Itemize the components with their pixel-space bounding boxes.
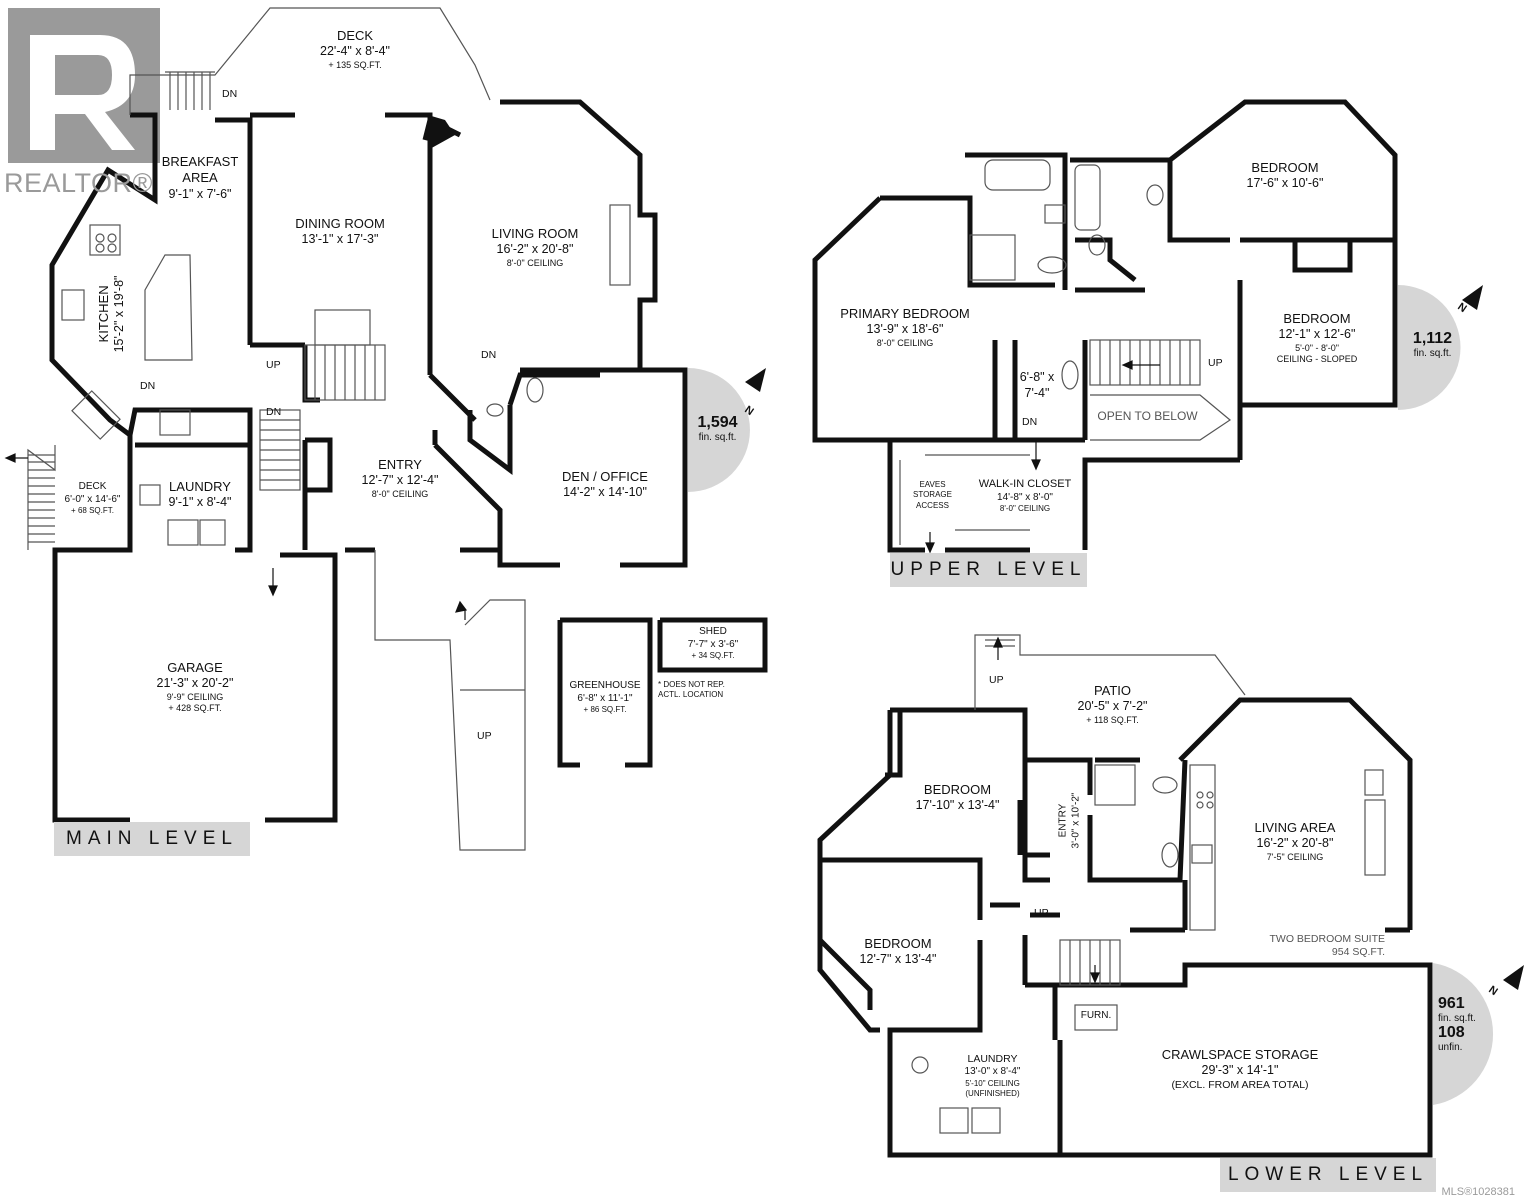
upper-level-area: 1,112 fin. sq.ft. [1412,330,1453,359]
upper-fixtures [899,159,1232,545]
marker-up-lower-stairs: UP [1034,907,1049,919]
main-walkway [374,550,526,851]
room-deck-side: DECK 6'-0" x 14'-6" + 68 SQ.FT. [64,481,121,515]
room-greenhouse: GREENHOUSE 6'-8" x 11'-1" + 86 SQ.FT. [569,680,641,714]
mls-number: MLS®1028381 [1441,1186,1515,1198]
room-primary-bedroom: PRIMARY BEDROOM 13'-9" x 18'-6" 8'-0" CE… [840,306,970,348]
room-bedroom-right: BEDROOM 12'-1" x 12'-6" 5'-0" - 8'-0" CE… [1276,311,1358,365]
marker-dn-laundry: DN [266,406,282,418]
room-entry-lower: ENTRY 3'-0" x 10'-2" [1057,792,1082,849]
main-fixtures [61,204,631,546]
marker-up-stairs: UP [266,359,281,371]
main-level-badge: MAIN LEVEL [54,822,250,856]
area-badges [688,285,1494,1105]
main-side-deck-outline [27,445,56,550]
room-laundry-main: LAUNDRY 9'-1" x 8'-4" [168,479,232,510]
chimney-block [428,115,455,150]
room-den-office: DEN / OFFICE 14'-2" x 14'-10" [562,469,648,500]
room-crawlspace-storage: CRAWLSPACE STORAGE 29'-3" x 14'-1" (EXCL… [1161,1047,1319,1091]
room-living-area-lower: LIVING AREA 16'-2" x 20'-8" 7'-5" CEILIN… [1254,820,1336,862]
marker-dn-deck: DN [222,88,238,100]
room-living: LIVING ROOM 16'-2" x 20'-8" 8'-0" CEILIN… [491,226,579,268]
room-breakfast-area: BREAKFAST AREA 9'-1" x 7'-6" [161,154,239,201]
room-laundry-lower: LAUNDRY 13'-0" x 8'-4" 5'-10" CEILING (U… [964,1053,1021,1099]
upper-level-badge: UPPER LEVEL [890,553,1087,587]
room-patio: PATIO 20'-5" x 7'-2" + 118 SQ.FT. [1077,683,1148,725]
main-deck-outline [129,7,491,115]
lower-level-walls [817,697,1433,1158]
marker-up-walk: UP [477,730,492,742]
room-shed: SHED 7'-7" x 3'-6" + 34 SQ.FT. [687,626,739,660]
furnace-label: FURN. [1080,1010,1112,1021]
room-walk-in-closet: WALK-IN CLOSET 14'-8" x 8'-0" 8'-0" CEIL… [978,478,1072,514]
room-deck-top: DECK 22'-4" x 8'-4" + 135 SQ.FT. [320,28,390,70]
room-closet-small: 6'-8" x 7'-4" [1019,370,1055,400]
marker-up-patio: UP [989,674,1004,686]
open-to-below: OPEN TO BELOW [1097,409,1198,423]
eaves-storage-access: EAVES STORAGE ACCESS [913,480,952,510]
lower-level-badge: LOWER LEVEL [1220,1158,1436,1192]
main-level-area: 1,594 fin. sq.ft. [697,414,738,443]
room-bedroom-top: BEDROOM 17'-6" x 10'-6" [1246,160,1324,191]
realtor-logo [8,8,160,163]
two-bedroom-suite-note: TWO BEDROOM SUITE 954 SQ.FT. [1269,933,1386,959]
room-kitchen: KITCHEN 15'-2" x 19'-8" [96,275,127,353]
marker-dn-kitchen: DN [140,380,156,392]
marker-up-upper: UP [1208,357,1223,369]
room-dining: DINING ROOM 13'-1" x 17'-3" [295,216,385,247]
realtor-logo-text: REALTOR® [4,168,153,198]
lower-level-area: 961 fin. sq.ft. 108 unfin. [1438,995,1476,1053]
shed-location-note: * DOES NOT REP. ACTL. LOCATION [658,680,725,700]
room-entry: ENTRY 12'-7" x 12'-4" 8'-0" CEILING [361,457,439,499]
stair-arrows [4,360,1160,984]
room-bedroom-lower-2: BEDROOM 12'-7" x 13'-4" [859,936,937,967]
room-bedroom-lower-1: BEDROOM 17'-10" x 13'-4" [915,782,1000,813]
main-level-outbuildings [557,617,768,768]
marker-dn-entry: DN [481,349,497,361]
lower-fixtures [911,764,1386,1134]
room-garage: GARAGE 21'-3" x 20'-2" 9'-9" CEILING + 4… [156,660,234,714]
marker-dn-upper: DN [1022,416,1038,428]
compass-arrows [745,285,1524,990]
